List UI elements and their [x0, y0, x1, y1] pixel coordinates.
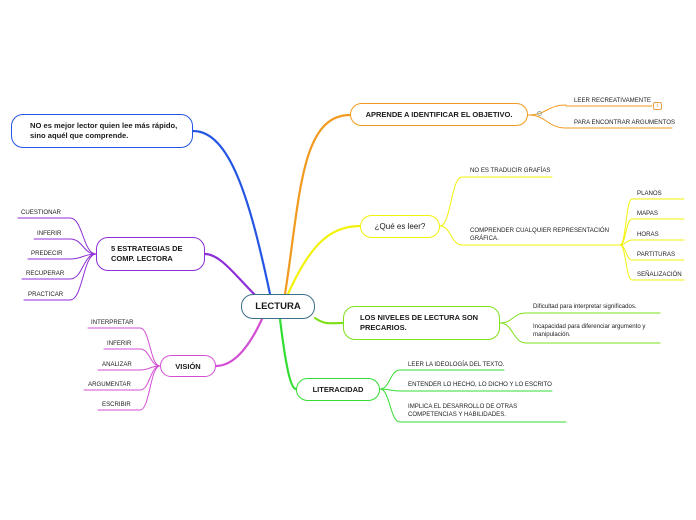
leaf-predecir[interactable]: PREDECIR	[31, 250, 63, 257]
connector-vision	[214, 317, 264, 368]
leaf-interpretar[interactable]: INTERPRETAR	[91, 319, 134, 326]
subtopic-dificultad[interactable]: Dificultad para interpretar significados…	[533, 303, 637, 310]
leaf-escribir[interactable]: ESCRIBIR	[102, 401, 131, 408]
topic-niveles-label: LOS NIVELES DE LECTURA SON PRECARIOS.	[360, 313, 479, 332]
note-icon[interactable]: i	[653, 102, 662, 110]
subtopic-entender[interactable]: ENTENDER LO HECHO, LO DICHO Y LO ESCRITO	[408, 381, 552, 388]
leaf-planos[interactable]: PLANOS	[637, 190, 662, 197]
subtopic-encontrar-argumentos[interactable]: PARA ENCONTRAR ARGUMENTOS	[574, 119, 676, 126]
leaf-practicar[interactable]: PRACTICAR	[28, 291, 64, 298]
subtopic-incapacidad[interactable]: Incapacidad para diferenciar argumento y…	[533, 323, 646, 338]
connector-sub-recreativa	[527, 104, 567, 116]
topic-que-es-leer-label: ¿Qué es leer?	[374, 222, 426, 231]
connector-vis-4	[139, 365, 161, 411]
connector-literacidad	[278, 317, 298, 391]
connector-leaf-0	[619, 198, 633, 246]
topic-literacidad-label: LITERACIDAD	[312, 385, 364, 394]
leaf-cuestionar[interactable]: CUESTIONAR	[21, 209, 61, 216]
connector-vis-1	[139, 348, 161, 367]
connector-sub-ideologia	[379, 369, 401, 390]
central-topic-label: LECTURA	[255, 301, 301, 312]
subtopic-comprender[interactable]: COMPRENDER CUALQUIER REPRESENTACIÓN GRÁF…	[470, 227, 610, 242]
connector-sub-comprender	[439, 225, 463, 246]
connector-sub-no-traducir	[439, 176, 463, 227]
topic-no-es-mejor[interactable]: NO es mejor lector quien lee más rápido,…	[11, 114, 193, 148]
topic-objetivo-label: APRENDE A IDENTIFICAR EL OBJETIVO.	[365, 110, 513, 119]
subtopic-implica[interactable]: IMPLICA EL DESARROLLO DE OTRAS COMPETENC…	[408, 403, 518, 418]
leaf-inferir-est[interactable]: INFERIR	[37, 230, 62, 237]
topic-vision[interactable]: VISIÓN	[160, 355, 216, 377]
leaf-horas[interactable]: HORAS	[637, 231, 659, 238]
connector-sub-argumentos	[527, 114, 567, 129]
connector-niveles	[313, 316, 345, 325]
connector-leaf-1	[619, 218, 633, 246]
topic-vision-label: VISIÓN	[175, 361, 201, 371]
leaf-senalizacion[interactable]: SEÑALIZACIÓN	[637, 271, 682, 278]
leaf-mapas[interactable]: MAPAS	[637, 210, 658, 217]
leaf-recuperar[interactable]: RECUPERAR	[26, 270, 65, 277]
connector-sub-implica	[379, 388, 401, 423]
connector-sub-dificultad	[499, 312, 527, 324]
connector-sub-incapacidad	[499, 322, 527, 344]
topic-niveles[interactable]: LOS NIVELES DE LECTURA SON PRECARIOS.	[343, 306, 500, 340]
topic-objetivo[interactable]: APRENDE A IDENTIFICAR EL OBJETIVO.	[350, 103, 528, 126]
connector-est-1	[69, 238, 97, 255]
connector-est-4	[69, 253, 97, 301]
connector-est-0	[69, 217, 97, 255]
subtopic-leer-ideologia[interactable]: LEER LA IDEOLOGÍA DEL TEXTO.	[408, 361, 505, 368]
connector-que-es-leer	[286, 224, 362, 296]
connector-vis-0	[139, 327, 161, 367]
topic-estrategias[interactable]: 5 ESTRATEGIAS DE COMP. LECTORA	[96, 237, 205, 271]
topic-literacidad[interactable]: LITERACIDAD	[296, 378, 380, 401]
topic-estrategias-label: 5 ESTRATEGIAS DE COMP. LECTORA	[111, 244, 183, 263]
central-topic[interactable]: LECTURA	[241, 294, 315, 319]
topic-que-es-leer[interactable]: ¿Qué es leer?	[360, 215, 440, 238]
connector-objetivo	[283, 113, 352, 296]
leaf-argumentar[interactable]: ARGUMENTAR	[88, 381, 131, 388]
topic-no-es-mejor-label: NO es mejor lector quien lee más rápido,…	[30, 121, 178, 140]
collapse-toggle-icon[interactable]	[537, 111, 542, 116]
leaf-inferir-vis[interactable]: INFERIR	[107, 340, 132, 347]
leaf-partituras[interactable]: PARTITURAS	[637, 251, 676, 258]
connector-estrategias	[203, 252, 258, 298]
connector-leaf-4	[619, 244, 633, 281]
subtopic-no-traducir[interactable]: NO ES TRADUCIR GRAFÍAS	[470, 167, 551, 174]
connector-no-es-mejor	[191, 129, 272, 296]
leaf-analizar[interactable]: ANALIZAR	[102, 361, 132, 368]
subtopic-leer-recreativamente[interactable]: LEER RECREATIVAMENTE	[574, 97, 651, 104]
